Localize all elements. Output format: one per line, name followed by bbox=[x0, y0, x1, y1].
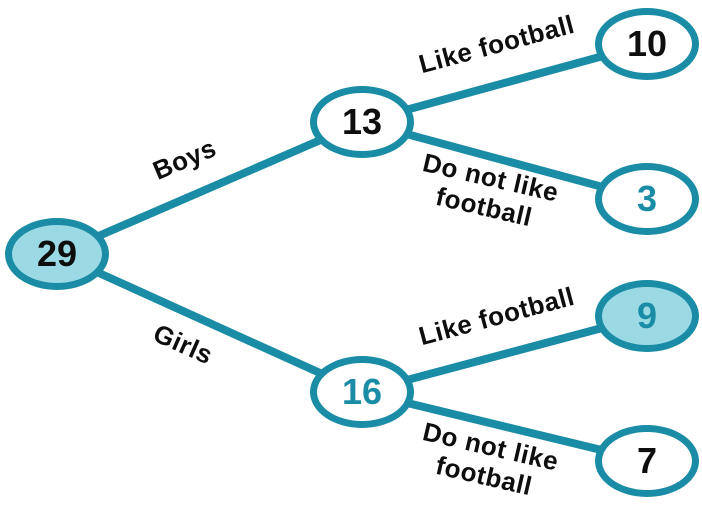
node-boys: 13 bbox=[310, 86, 414, 158]
node-girls: 16 bbox=[310, 356, 414, 428]
edge-total-girls bbox=[53, 250, 366, 396]
edge-total-boys bbox=[53, 118, 366, 258]
node-girls-like-football-value: 9 bbox=[636, 295, 658, 336]
node-girls-value: 16 bbox=[341, 371, 383, 412]
node-boys-do-not-like-football-value: 3 bbox=[636, 178, 658, 219]
node-boys-value: 13 bbox=[341, 101, 383, 142]
node-total: 29 bbox=[5, 218, 109, 290]
node-boys-do-not-like-football: 3 bbox=[595, 163, 699, 235]
node-girls-like-football: 9 bbox=[595, 280, 699, 352]
node-boys-like-football: 10 bbox=[595, 8, 699, 80]
node-total-value: 29 bbox=[36, 233, 78, 274]
node-boys-like-football-value: 10 bbox=[626, 23, 668, 64]
node-girls-do-not-like-football: 7 bbox=[595, 425, 699, 497]
node-girls-do-not-like-football-value: 7 bbox=[636, 440, 658, 481]
